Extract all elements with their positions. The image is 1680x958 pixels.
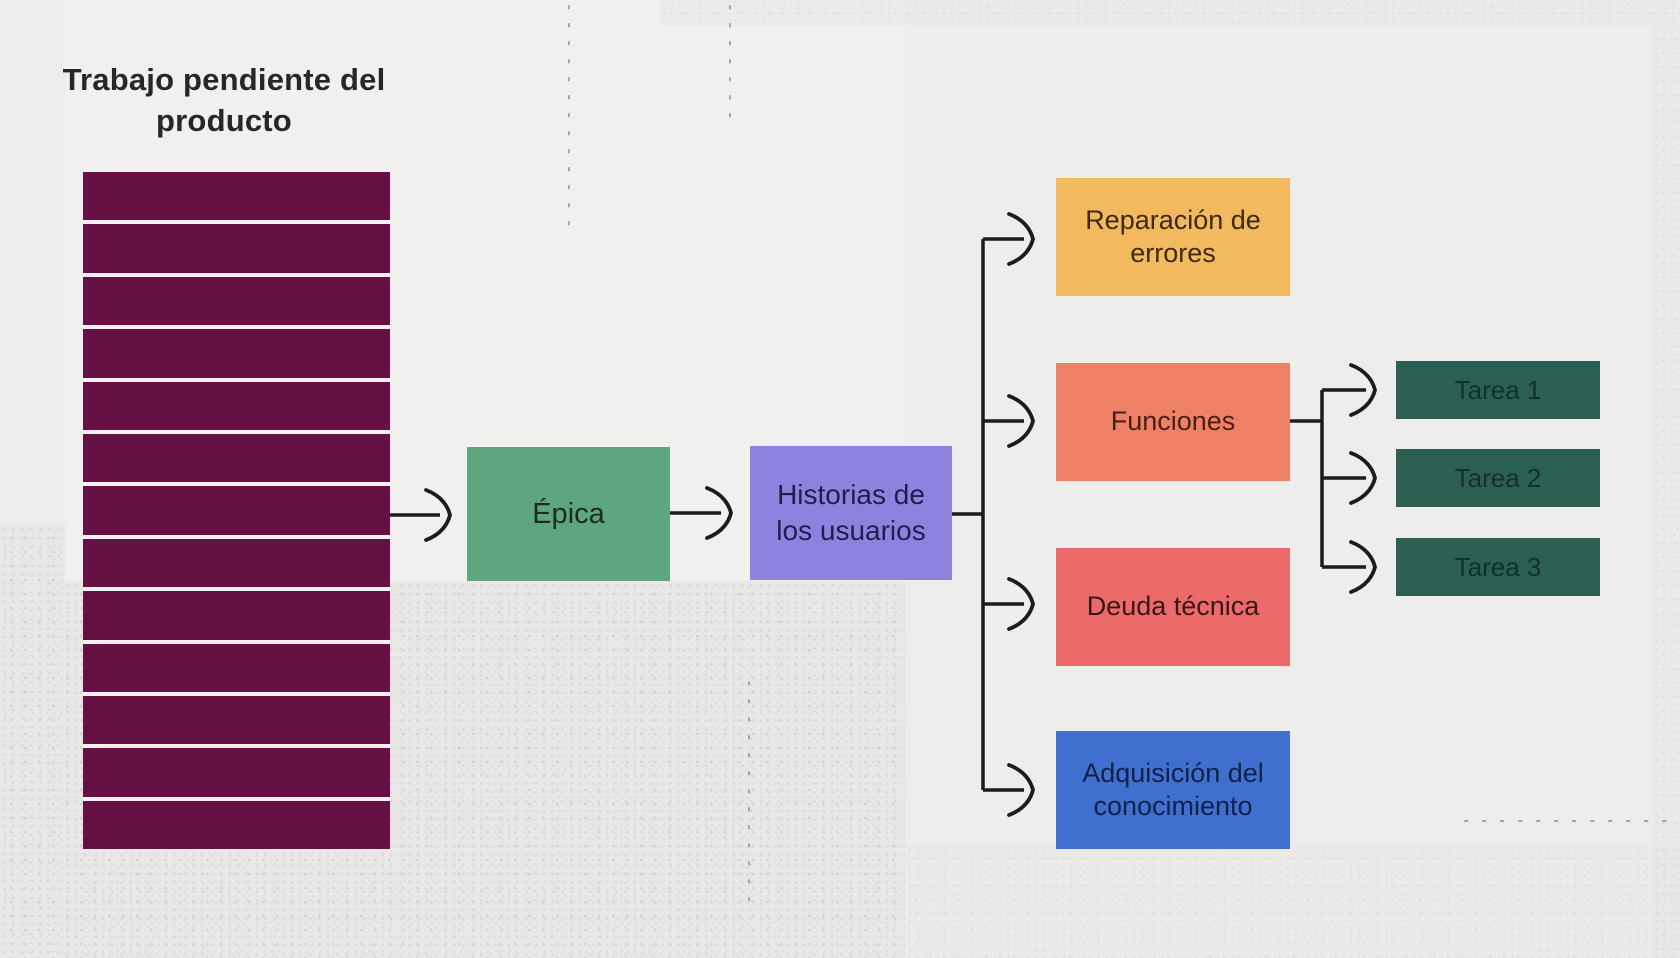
paper-texture [0, 525, 65, 958]
node-task-2: Tarea 2 [1396, 449, 1600, 507]
backlog-item [83, 748, 390, 797]
backlog-item [83, 643, 390, 692]
arrow-head-icon [1007, 577, 1035, 631]
arrow-head-icon [424, 488, 452, 542]
backlog-item [83, 800, 390, 850]
node-knowledge-acquisition: Adquisición del conocimiento [1056, 731, 1290, 849]
backlog-item [83, 224, 390, 273]
backlog-item [83, 172, 390, 221]
backlog-item [83, 433, 390, 483]
node-tech-debt: Deuda técnica [1056, 548, 1290, 666]
backlog-item [83, 381, 390, 430]
node-bug-fix-label: Reparación de errores [1085, 204, 1261, 268]
paper-texture [905, 845, 1680, 958]
backlog-item [83, 486, 390, 535]
diagram-title: Trabajo pendiente del producto [62, 62, 386, 138]
node-knowledge-acquisition-label: Adquisición del conocimiento [1082, 757, 1264, 821]
node-user-stories: Historias de los usuarios [750, 446, 952, 580]
paper-texture [1652, 26, 1680, 958]
connector-features-tasks [1289, 388, 1366, 569]
node-features: Funciones [1056, 363, 1290, 481]
node-epic: Épica [467, 447, 670, 581]
node-features-label: Funciones [1110, 406, 1236, 437]
backlog-item [83, 538, 390, 588]
backlog-item [83, 329, 390, 378]
node-task-1: Tarea 1 [1396, 361, 1600, 419]
backlog-stack [83, 172, 390, 850]
node-user-stories-label: Historias de los usuarios [776, 479, 926, 546]
connector-stories-categories [952, 237, 1024, 792]
node-task-2-label: Tarea 2 [1454, 462, 1542, 493]
backlog-item [83, 591, 390, 640]
arrow-head-icon [1349, 540, 1377, 594]
arrow-head-icon [1007, 394, 1035, 448]
arrow-head-icon [1349, 363, 1377, 417]
arrow-head-icon [1007, 763, 1035, 817]
node-task-3: Tarea 3 [1396, 538, 1600, 596]
backlog-item [83, 276, 390, 326]
arrow-head-icon [1007, 212, 1035, 266]
paper-texture [660, 0, 1680, 26]
backlog-item [83, 695, 390, 745]
node-task-1-label: Tarea 1 [1454, 374, 1542, 405]
node-task-3-label: Tarea 3 [1454, 551, 1542, 582]
node-tech-debt-label: Deuda técnica [1086, 591, 1260, 622]
node-epic-label: Épica [532, 497, 605, 530]
arrow-head-icon [705, 486, 733, 540]
node-bug-fix: Reparación de errores [1056, 178, 1290, 296]
arrow-head-icon [1349, 451, 1377, 505]
